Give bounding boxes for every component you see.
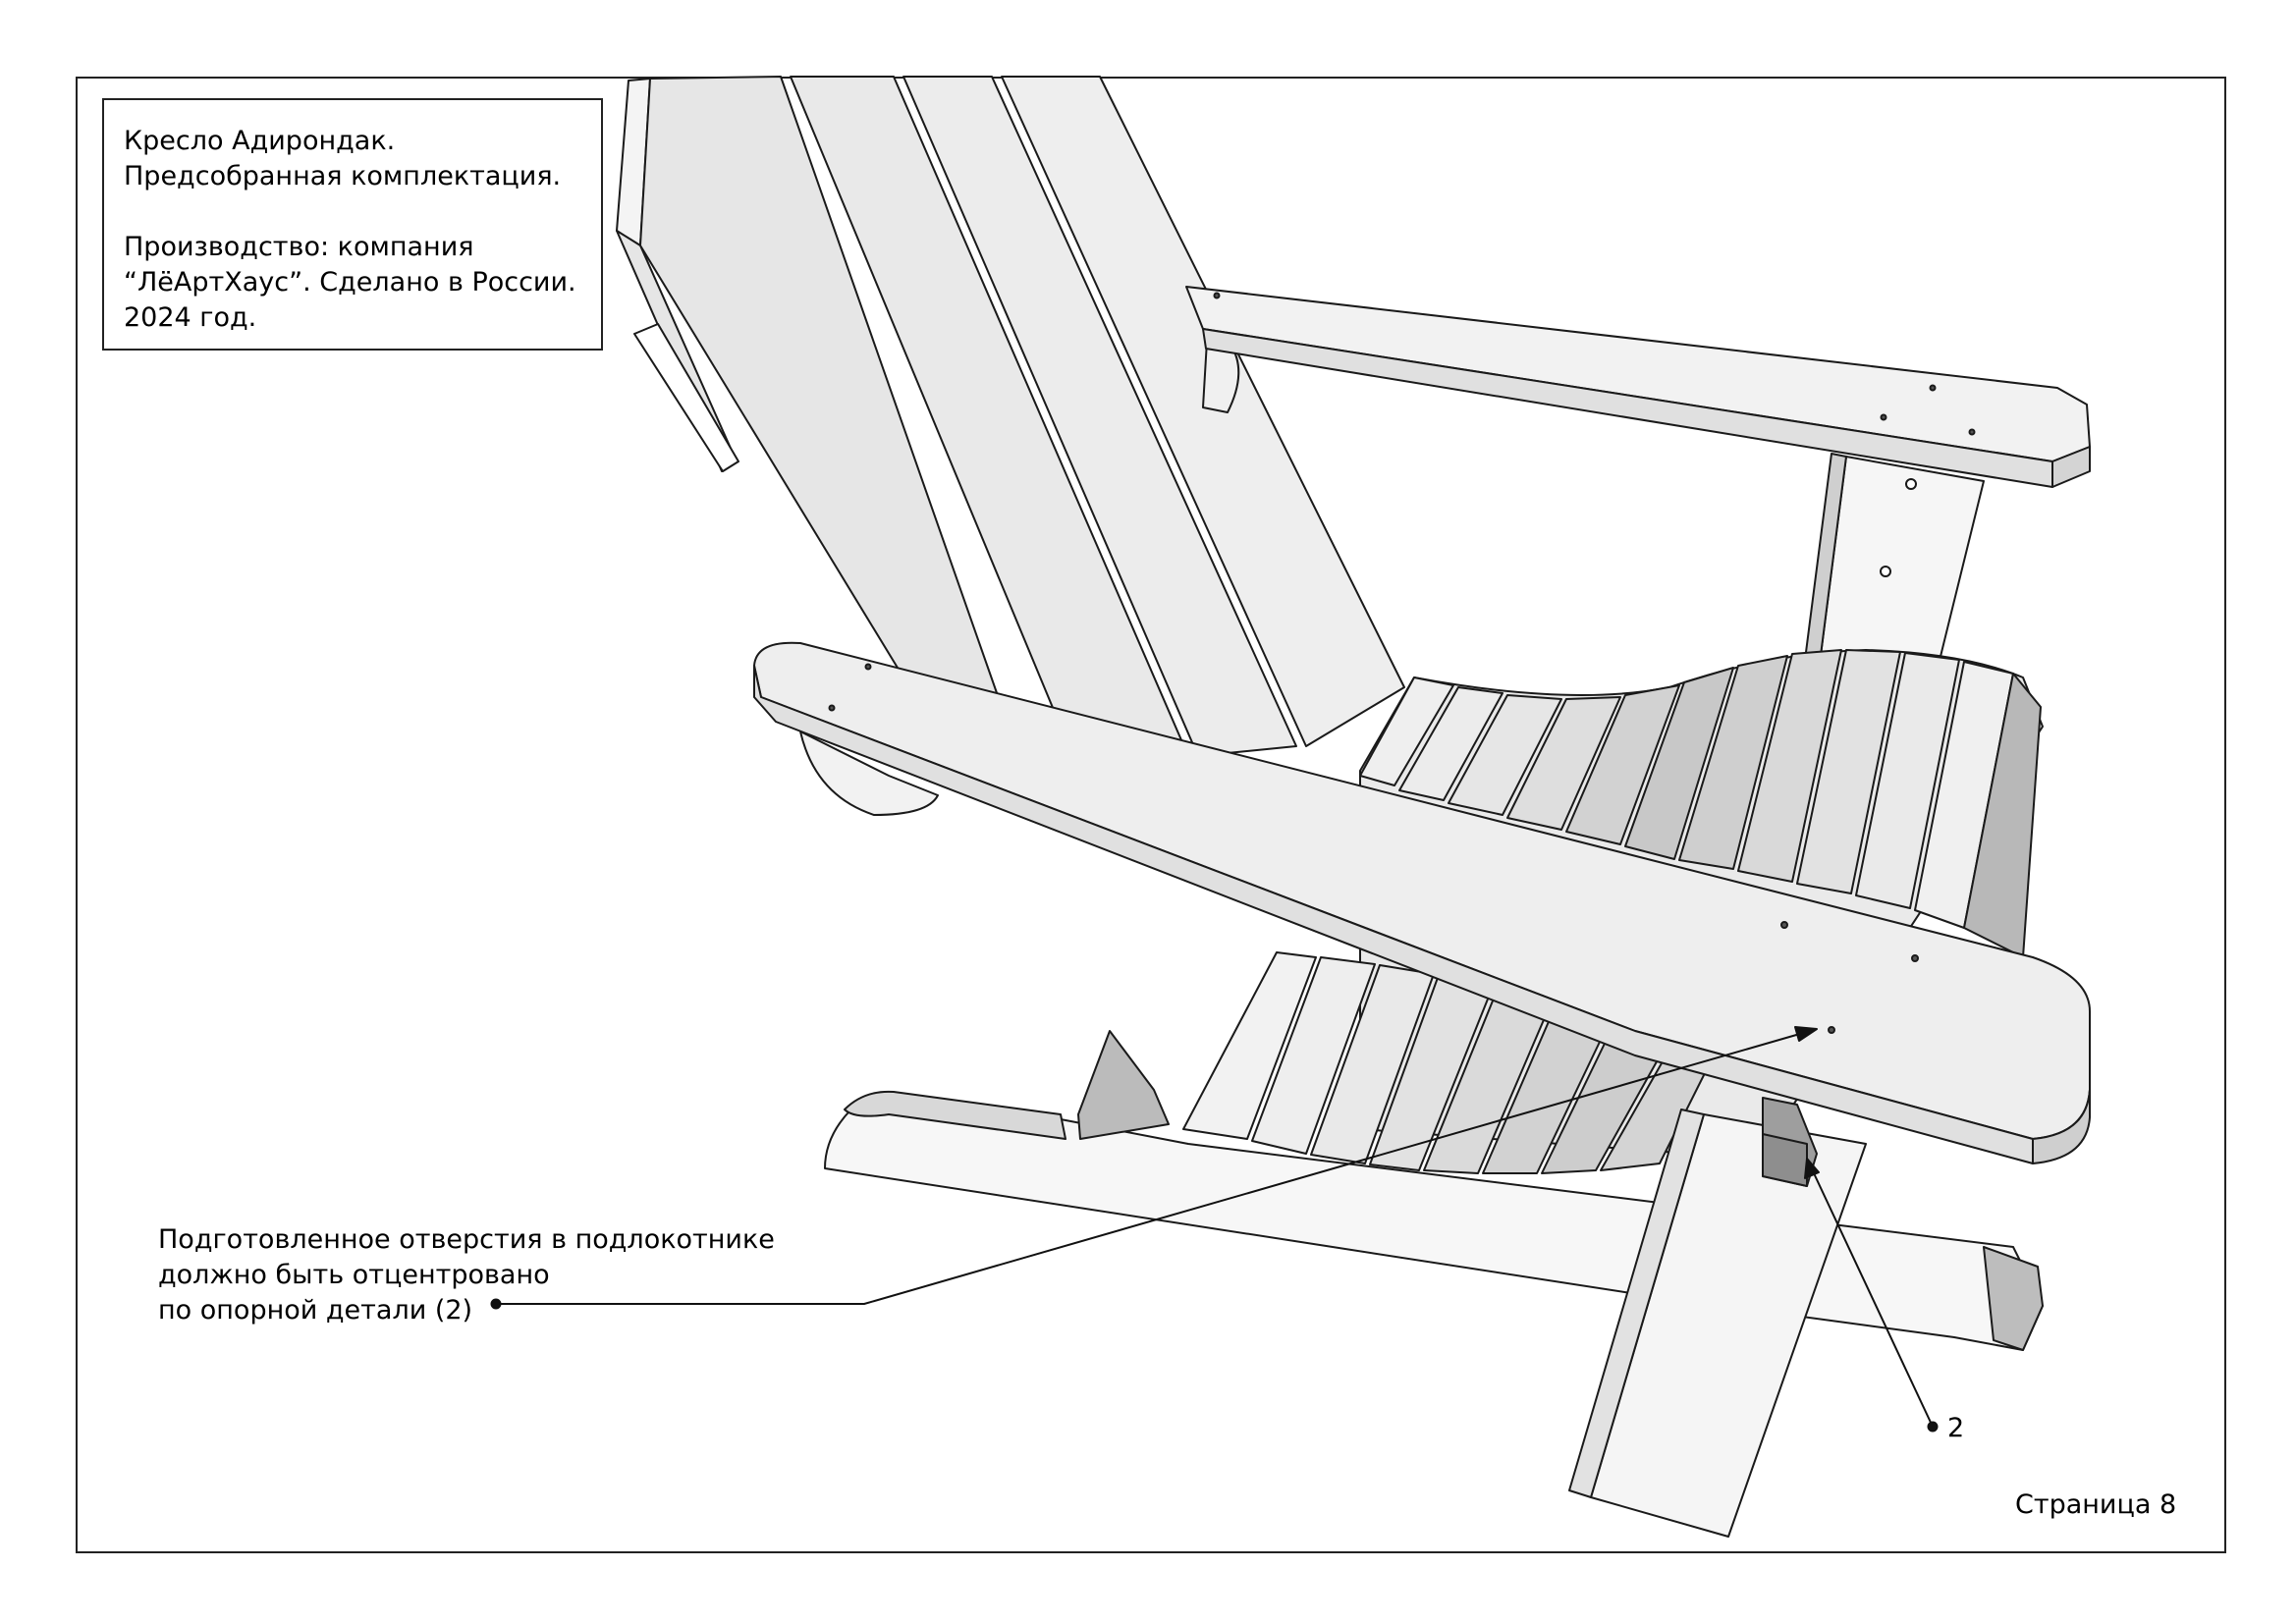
rear-armrest-end — [2051, 446, 2091, 488]
title-line: Кресло Адирондак. — [124, 126, 396, 156]
seat-slat — [1448, 694, 1562, 816]
support-block-2-face — [1762, 1133, 1808, 1187]
backrest-slat-3 — [902, 76, 1297, 757]
note-leader-dot — [490, 1298, 502, 1310]
side-runner-end — [1983, 1246, 2044, 1351]
front-seat — [1182, 951, 1715, 1174]
callout-line: по опорной детали (2) — [158, 1295, 473, 1325]
screw-hole — [1911, 954, 1919, 962]
front-armrest-post — [799, 730, 939, 816]
manufacturer-line: Производство: компания — [124, 232, 474, 262]
backrest — [616, 76, 1405, 757]
seat-slat — [1678, 655, 1788, 870]
side-runner-top — [844, 1090, 1066, 1140]
page-number: Страница 8 — [2015, 1489, 2177, 1520]
part-2-leader-dot — [1927, 1421, 1939, 1433]
title-line: Предсобранная комплектация. — [124, 161, 562, 191]
callout-line: Подготовленное отверстия в подлокотнике — [158, 1224, 775, 1255]
note-arrowhead — [1794, 1026, 1818, 1042]
seat-slat — [1855, 652, 1960, 909]
seat-slat — [1359, 676, 1454, 786]
front-armrest — [753, 641, 2091, 1164]
year-line: 2024 год. — [124, 302, 257, 333]
front-seat-slat — [1182, 951, 1317, 1140]
front-leg-bracket — [1077, 1030, 1170, 1140]
drawing-frame — [76, 77, 2226, 1553]
front-leg — [1568, 1097, 1867, 1538]
seat-slat — [1796, 649, 1901, 894]
seat-slat — [1506, 696, 1621, 831]
front-seat-slat — [1251, 956, 1376, 1155]
part-2-arrowhead — [1804, 1158, 1820, 1179]
title-block: Кресло Адирондак. Предсобранная комплект… — [102, 98, 603, 351]
manufacturer-line: “ЛёАртХаус”. Сделано в России. — [124, 267, 576, 298]
screw-hole — [1880, 413, 1887, 421]
front-leg-edge — [1568, 1109, 1705, 1498]
seat-slat — [1565, 684, 1680, 845]
seat-slat — [1398, 686, 1503, 801]
seat-slat — [1737, 649, 1842, 883]
callout-note: Подготовленное отверстия в подлокотнике … — [158, 1222, 775, 1328]
screw-hole — [1968, 428, 1976, 436]
screw-hole — [828, 704, 836, 712]
screw-hole — [1929, 384, 1937, 392]
backrest-rear-cleat — [633, 323, 739, 472]
screw-hole — [1828, 1026, 1835, 1034]
screw-hole — [1905, 478, 1917, 490]
callout-line: должно быть отцентровано — [158, 1260, 550, 1290]
part-2-leader-line — [1806, 1158, 1934, 1428]
screw-hole — [864, 663, 872, 671]
screw-hole — [1780, 921, 1788, 929]
rear-armrest — [1185, 286, 2091, 488]
front-armrest-end — [2032, 1089, 2091, 1164]
screw-hole — [1880, 566, 1891, 577]
leader-lines — [490, 1026, 1939, 1433]
seat-slat — [1624, 667, 1734, 860]
note-leader-line — [499, 1028, 1818, 1305]
backrest-slat-4 — [1001, 76, 1405, 747]
screw-hole — [1213, 292, 1221, 299]
rear-armrest-top — [1185, 286, 2091, 462]
part-label: 2 — [1947, 1413, 1965, 1443]
